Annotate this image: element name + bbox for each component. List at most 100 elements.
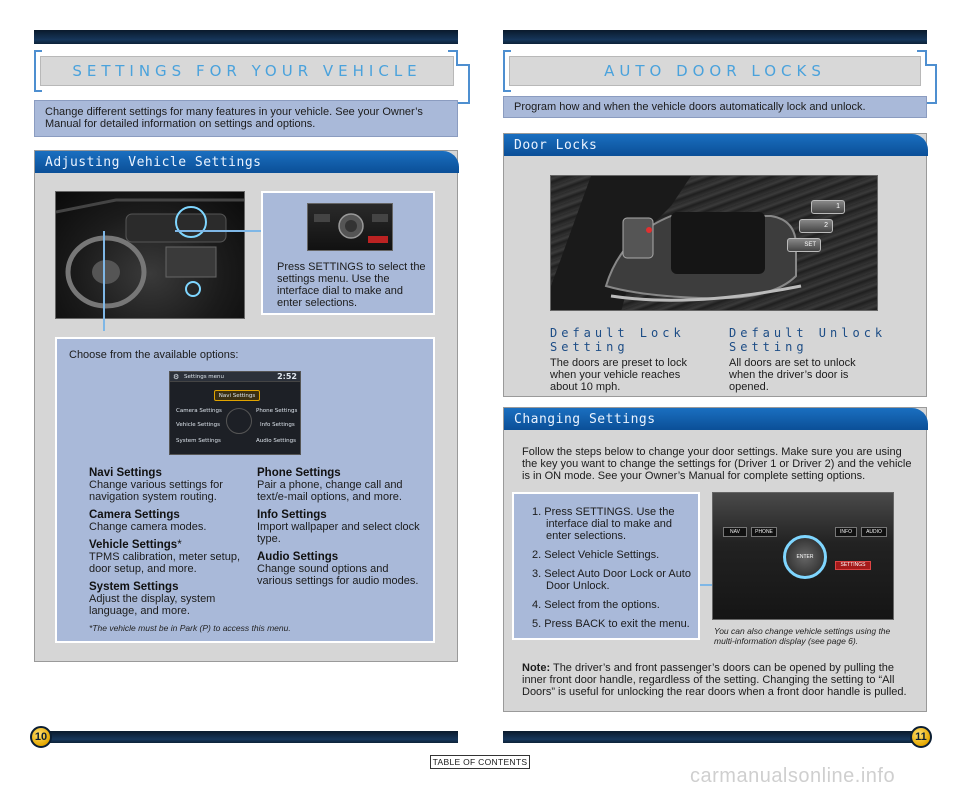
step-item: 1. Press SETTINGS. Use the interface dia…: [532, 506, 675, 542]
step-item: 5. Press BACK to exit the menu.: [532, 618, 690, 630]
screen-gear-icon: ⚙: [173, 373, 180, 381]
memory-button-set: SET: [787, 238, 821, 252]
changing-intro: Follow the steps below to change your do…: [522, 446, 912, 482]
option-heading: Vehicle Settings: [89, 539, 178, 551]
title-bracket-r-right: [917, 50, 927, 66]
console-btn-audio: AUDIO: [861, 527, 887, 537]
screen-clock: 2:52: [277, 372, 297, 381]
screen-item-phone: Phone Settings: [256, 408, 298, 414]
option-heading: Camera Settings: [89, 509, 180, 521]
screen-header: ⚙ Settings menu 2:52: [170, 372, 300, 382]
option-heading: Navi Settings: [89, 467, 162, 479]
door-panel-photo: 1 2 SET: [550, 175, 878, 311]
header-bar-left: [34, 30, 458, 44]
option-vehicle: Vehicle Settings* TPMS calibration, mete…: [89, 539, 245, 575]
option-camera: Camera Settings Change camera modes.: [89, 509, 245, 533]
settings-button-box: Press SETTINGS to select the settings me…: [261, 191, 435, 315]
section-title: Door Locks: [514, 137, 598, 153]
screen-item-info: Info Settings: [260, 422, 295, 428]
intro-paragraph: Program how and when the vehicle doors a…: [514, 101, 866, 113]
option-info: Info Settings Import wallpaper and selec…: [257, 509, 425, 545]
title-bracket-r-left: [503, 50, 511, 92]
page-title-box-right: AUTO DOOR LOCKS: [509, 56, 921, 86]
dashboard-photo: [55, 191, 245, 319]
console-btn-nav: NAV: [723, 527, 747, 537]
adjusting-settings-panel: Adjusting Vehicle Settings Press SETTI: [34, 150, 459, 662]
option-heading: Info Settings: [257, 509, 327, 521]
memory-button-set-label: SET: [804, 242, 816, 248]
option-desc: Adjust the display, system language, and…: [89, 593, 216, 617]
page-number-left: 10: [30, 726, 52, 748]
memory-button-1: 1: [811, 200, 845, 214]
connector-line-horizontal: [175, 230, 263, 232]
option-desc: TPMS calibration, meter setup, door setu…: [89, 551, 241, 575]
memory-button-2: 2: [799, 219, 833, 233]
intro-paragraph: Change different settings for many featu…: [45, 106, 423, 130]
door-handle-illustration: [551, 176, 802, 310]
settings-menu-screen: ⚙ Settings menu 2:52 Navi Settings Camer…: [169, 371, 301, 455]
screen-dial-ring: [226, 408, 252, 434]
option-desc: Import wallpaper and select clock type.: [257, 521, 420, 545]
console-dial-label: ENTER: [796, 554, 814, 560]
steps-box: 1. Press SETTINGS. Use the interface dia…: [512, 492, 700, 640]
asterisk-mark: *: [177, 539, 182, 551]
option-audio: Audio Settings Change sound options and …: [257, 551, 425, 587]
memory-button-1-label: 1: [836, 203, 840, 210]
console-btn-settings: SETTINGS: [835, 561, 871, 570]
console-dial: ENTER: [783, 535, 827, 579]
default-unlock-heading: Default Unlock Setting: [729, 326, 887, 354]
option-phone: Phone Settings Pair a phone, change call…: [257, 467, 425, 503]
title-bracket-left-top: [34, 50, 42, 52]
page-title-box-left: SETTINGS FOR YOUR VEHICLE: [40, 56, 454, 86]
center-console-photo: NAV PHONE INFO AUDIO ENTER SETTINGS: [712, 492, 894, 620]
option-desc: Change sound options and various setting…: [257, 563, 419, 587]
screen-menu-title: Settings menu: [184, 374, 225, 380]
section-tab: Changing Settings: [504, 408, 928, 430]
step-item: 4. Select from the options.: [532, 599, 660, 611]
dashboard-illustration: [56, 198, 244, 309]
options-column-left: Navi Settings Change various settings fo…: [89, 467, 245, 617]
section-title: Adjusting Vehicle Settings: [45, 154, 262, 170]
settings-instruction: Press SETTINGS to select the settings me…: [277, 261, 426, 309]
option-system: System Settings Adjust the display, syst…: [89, 581, 245, 617]
option-heading: System Settings: [89, 581, 179, 593]
option-navi: Navi Settings Change various settings fo…: [89, 467, 245, 503]
step-item: 3. Select Auto Door Lock or Auto Door Un…: [532, 568, 691, 592]
footer-bar-left: [40, 731, 458, 743]
connector-line-vertical: [103, 231, 105, 331]
option-desc: Pair a phone, change call and text/e-mai…: [257, 479, 403, 503]
settings-button-photo: [307, 203, 393, 251]
intro-text-left: Change different settings for many featu…: [34, 100, 458, 137]
screen-item-navi: Navi Settings: [214, 390, 260, 401]
memory-button-2-label: 2: [824, 222, 828, 229]
page-number-right: 11: [910, 726, 932, 748]
photo-caption: You can also change vehicle settings usi…: [714, 626, 891, 646]
footer-bar-right: [503, 731, 919, 743]
title-bracket-left-bottom: [34, 90, 42, 92]
note-label: Note:: [522, 662, 551, 674]
park-footnote: *The vehicle must be in Park (P) to acce…: [89, 623, 291, 633]
section-title: Changing Settings: [514, 411, 656, 427]
header-bar-right: [503, 30, 927, 44]
step-item: 2. Select Vehicle Settings.: [532, 549, 660, 561]
note-text: The driver’s and front passenger’s doors…: [522, 662, 907, 698]
console-btn-phone: PHONE: [751, 527, 777, 537]
option-heading: Phone Settings: [257, 467, 341, 479]
table-of-contents-link[interactable]: TABLE OF CONTENTS: [430, 755, 530, 769]
option-heading: Audio Settings: [257, 551, 339, 563]
default-lock-heading: Default Lock Setting: [550, 326, 685, 354]
intro-text-right: Program how and when the vehicle doors a…: [503, 96, 927, 118]
settings-dial-illustration: [314, 213, 388, 243]
section-tab: Door Locks: [504, 134, 928, 156]
section-tab: Adjusting Vehicle Settings: [35, 151, 459, 173]
option-heading-row: Vehicle Settings*: [89, 539, 245, 551]
default-unlock-desc: All doors are set to unlock when the dri…: [729, 357, 856, 393]
title-bracket-right-edge: [448, 50, 458, 66]
option-desc: Change various settings for navigation s…: [89, 479, 223, 503]
steps-list: 1. Press SETTINGS. Use the interface dia…: [532, 506, 696, 637]
default-lock-block: Default Lock Setting The doors are prese…: [550, 326, 710, 393]
option-desc: Change camera modes.: [89, 521, 207, 533]
options-column-right: Phone Settings Pair a phone, change call…: [257, 467, 425, 587]
options-box: Choose from the available options: ⚙ Set…: [55, 337, 435, 643]
screen-item-audio: Audio Settings: [256, 438, 296, 444]
